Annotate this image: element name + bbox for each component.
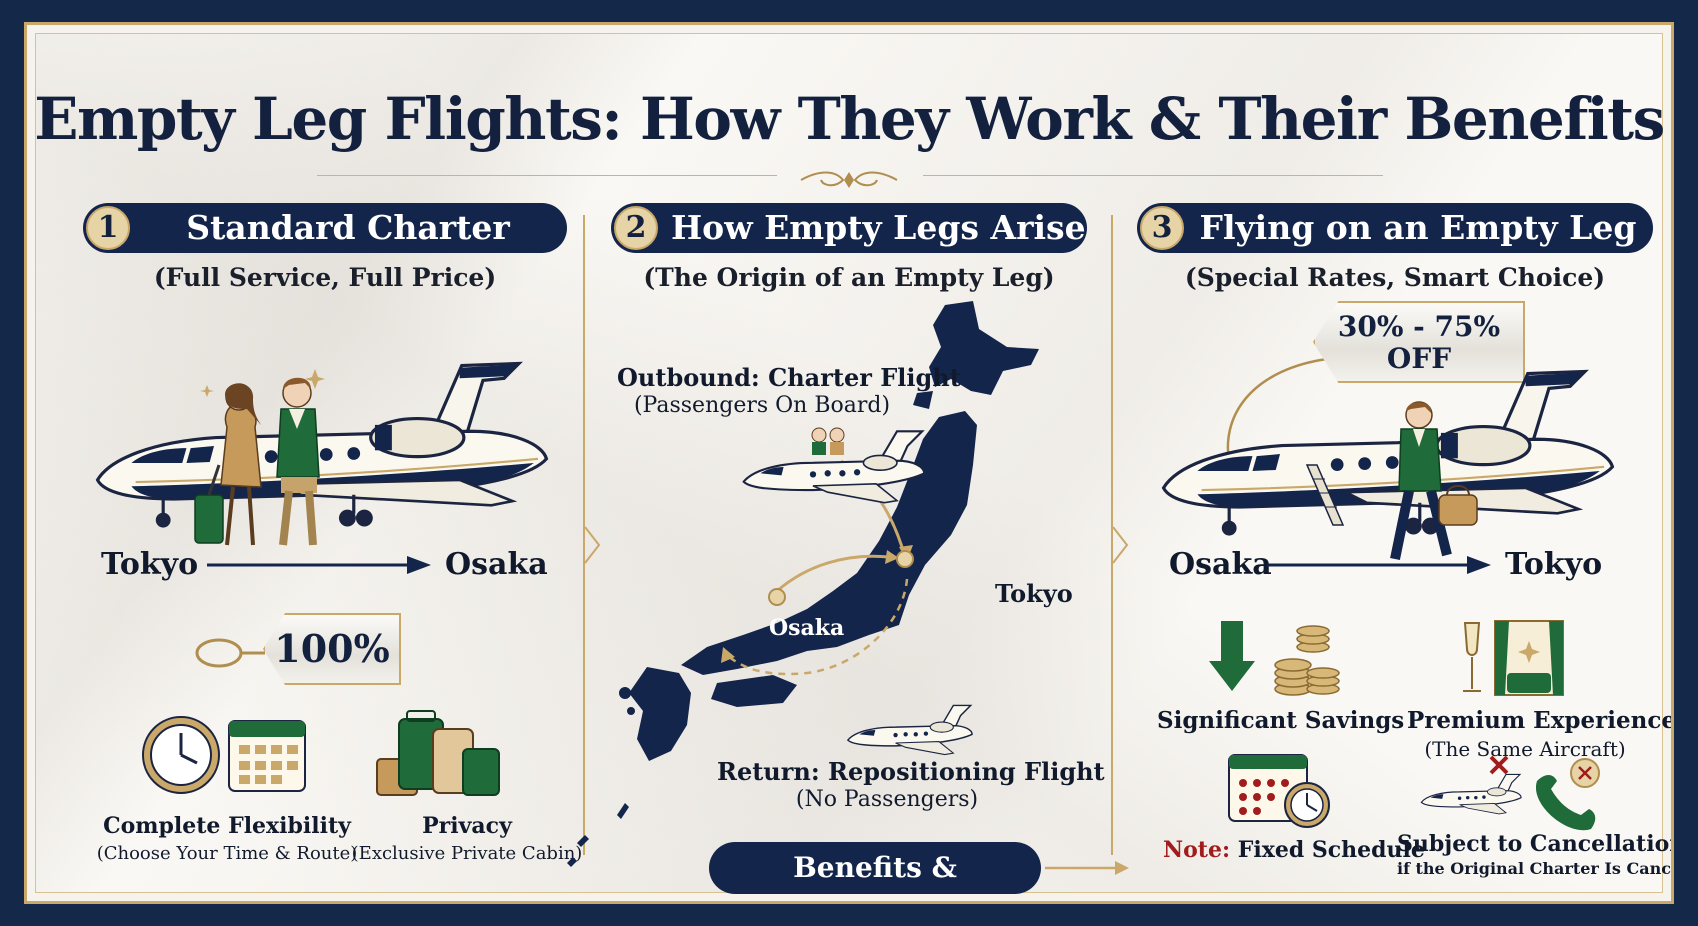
section-heading: Flying on an Empty Leg bbox=[1199, 208, 1637, 247]
route-origin-label: Tokyo bbox=[101, 547, 199, 582]
column-divider-right bbox=[1111, 215, 1113, 855]
section-subtitle: (Special Rates, Smart Choice) bbox=[1184, 263, 1606, 292]
discount-off: OFF bbox=[1386, 342, 1452, 375]
note-prefix: Note: bbox=[1163, 837, 1231, 863]
boarding-stairs-icon bbox=[1305, 464, 1345, 526]
feature-sublabel: (Choose Your Time & Route) bbox=[96, 843, 358, 864]
column-divider-left bbox=[583, 215, 585, 855]
section-1-header: 1 Standard Charter bbox=[83, 203, 567, 253]
repositioning-jet-icon bbox=[845, 701, 975, 759]
cancellation-icon bbox=[1420, 755, 1600, 831]
discount-range: 30% - 75% bbox=[1337, 310, 1501, 343]
step-number-badge: 3 bbox=[1140, 206, 1184, 250]
return-flight-label: Return: Repositioning Flight bbox=[717, 757, 1105, 786]
map-city-tokyo-label: Tokyo bbox=[995, 579, 1073, 608]
fixed-schedule-icon bbox=[1228, 754, 1330, 828]
divider-chevron-icon bbox=[584, 526, 601, 564]
step-number-badge: 2 bbox=[614, 206, 658, 250]
arrow-right-icon bbox=[1045, 861, 1129, 875]
route-arrow-icon bbox=[1267, 556, 1491, 574]
title-rule-left bbox=[317, 175, 777, 176]
benefit-label: Significant Savings bbox=[1157, 707, 1405, 734]
luggage-icon bbox=[376, 710, 500, 796]
section-heading: Standard Charter bbox=[186, 208, 510, 247]
divider-chevron-icon bbox=[1112, 526, 1129, 564]
couple-passengers-illustration bbox=[194, 369, 325, 546]
feature-label: Complete Flexibility bbox=[103, 813, 351, 839]
route-destination-label: Osaka bbox=[445, 547, 548, 582]
traveler-illustration bbox=[1390, 401, 1478, 561]
infographic-frame: Empty Leg Flights: How They Work & Their… bbox=[24, 22, 1674, 904]
feature-sublabel: (Exclusive Private Cabin) bbox=[351, 843, 583, 864]
outbound-flight-sublabel: (Passengers On Board) bbox=[633, 393, 891, 418]
benefit-sublabel: (The Same Aircraft) bbox=[1424, 737, 1626, 761]
benefit-label: Premium Experience bbox=[1407, 707, 1674, 734]
discount-tag: 30% - 75% OFF bbox=[1313, 301, 1525, 383]
section-subtitle: (Full Service, Full Price) bbox=[153, 263, 497, 292]
discount-tag-string-icon bbox=[1226, 357, 1328, 462]
benefits-limitations-button[interactable]: Benefits & Limitations bbox=[709, 842, 1041, 894]
section-heading: How Empty Legs Arise bbox=[671, 208, 1086, 247]
note-line: Note: Fixed Schedule bbox=[1163, 837, 1425, 863]
title-rule-right bbox=[923, 175, 1383, 176]
price-tag-string-icon bbox=[195, 638, 265, 668]
step-number-badge: 1 bbox=[86, 206, 130, 250]
savings-icon bbox=[1209, 621, 1340, 696]
passengers-icon bbox=[811, 427, 845, 455]
note-text: Fixed Schedule bbox=[1237, 837, 1425, 863]
route-destination-label: Tokyo bbox=[1505, 547, 1603, 582]
section-2-header: 2 How Empty Legs Arise bbox=[611, 203, 1087, 253]
outbound-flight-label: Outbound: Charter Flight bbox=[617, 363, 961, 392]
cancellation-label: Subject to Cancellation bbox=[1397, 831, 1674, 857]
premium-cabin-icon bbox=[1463, 620, 1564, 696]
clock-calendar-icon bbox=[142, 716, 306, 794]
section-3-header: 3 Flying on an Empty Leg bbox=[1137, 203, 1653, 253]
return-flight-sublabel: (No Passengers) bbox=[795, 787, 979, 812]
section-subtitle: (The Origin of an Empty Leg) bbox=[643, 263, 1055, 292]
japan-map bbox=[567, 301, 1039, 867]
cancellation-sublabel: if the Original Charter Is Cancelled bbox=[1397, 859, 1671, 878]
page-title: Empty Leg Flights: How They Work & Their… bbox=[34, 85, 1665, 153]
flourish-ornament bbox=[800, 171, 898, 188]
full-price-tag: 100% bbox=[263, 613, 401, 685]
route-arrow-icon bbox=[207, 556, 431, 574]
feature-label: Privacy bbox=[422, 813, 512, 839]
map-city-osaka-label: Osaka bbox=[769, 615, 845, 641]
route-origin-label: Osaka bbox=[1169, 547, 1272, 582]
